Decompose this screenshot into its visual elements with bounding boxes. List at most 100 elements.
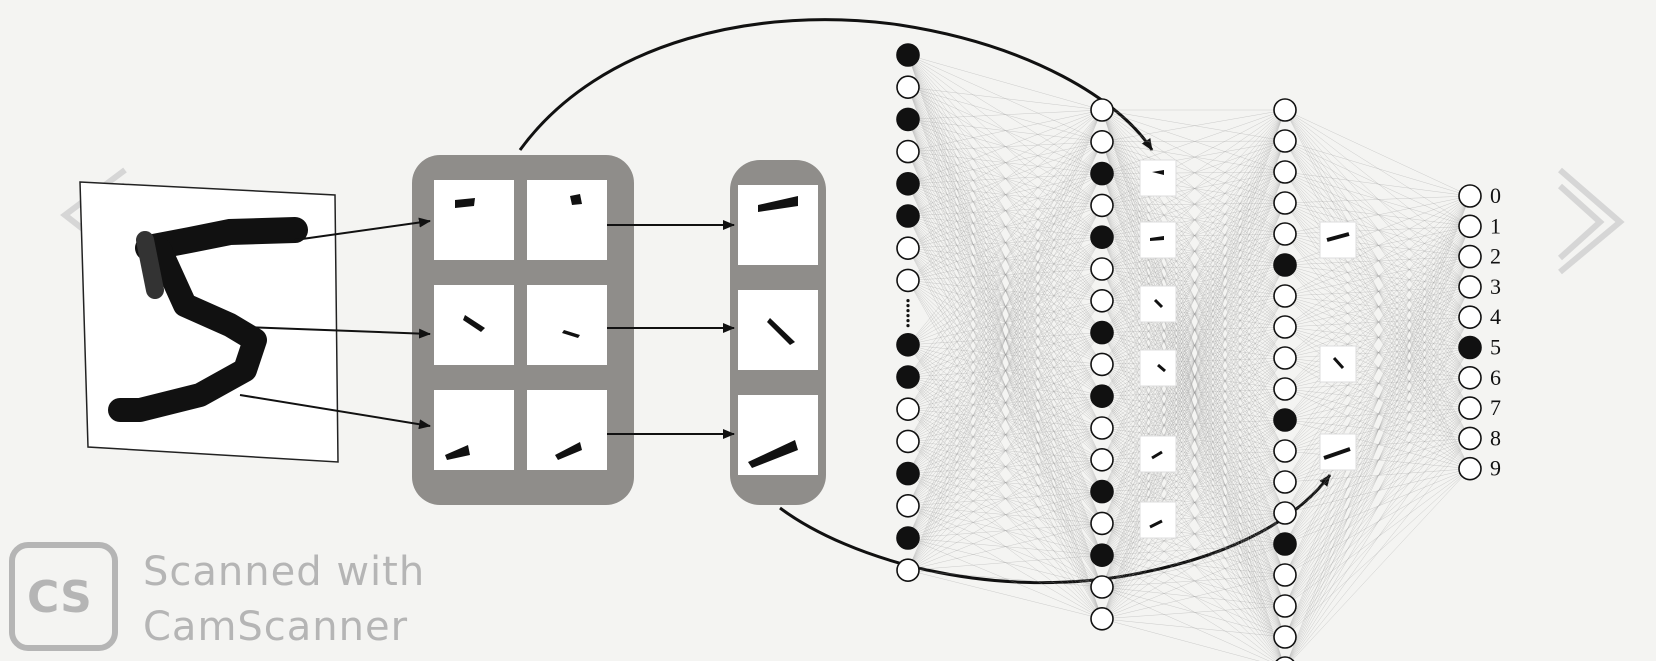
- connection-line: [1284, 326, 1471, 379]
- connection-line: [1284, 195, 1471, 421]
- connection-line: [1284, 233, 1471, 469]
- connection-line: [1101, 364, 1286, 390]
- connection-line: [907, 54, 1103, 174]
- connection-line: [907, 280, 1103, 460]
- connection-line: [907, 183, 1103, 270]
- connection-line: [1284, 357, 1471, 469]
- connection-line: [1101, 141, 1286, 297]
- connection-line: [1101, 388, 1286, 556]
- connection-line: [1101, 268, 1286, 576]
- connection-line: [1284, 326, 1471, 439]
- hidden1-neuron-active: [1090, 225, 1114, 249]
- connection-line: [1288, 347, 1471, 661]
- connection-line: [1101, 332, 1286, 576]
- hidden2-neuron-inactive: [1273, 160, 1297, 184]
- connection-line: [907, 491, 1103, 571]
- connection-line: [907, 237, 1103, 571]
- connection-line: [907, 141, 1103, 506]
- hidden1-neuron-inactive: [1090, 257, 1114, 281]
- connection-line: [1101, 300, 1282, 661]
- connection-line: [907, 247, 1103, 365]
- connection-line: [1284, 226, 1471, 638]
- connection-line: [907, 505, 1103, 620]
- connection-line: [907, 268, 1103, 474]
- connection-line: [907, 300, 1103, 539]
- connection-line: [1101, 300, 1286, 576]
- connection-line: [907, 109, 1103, 474]
- connection-line: [1101, 109, 1286, 301]
- connection-line: [907, 248, 1103, 429]
- connection-line: [1101, 109, 1286, 429]
- connection-line: [1101, 171, 1286, 524]
- connection-line: [1101, 300, 1286, 328]
- connection-line: [1284, 226, 1471, 452]
- connection-line: [1101, 109, 1286, 524]
- connection-line: [1284, 468, 1471, 607]
- connection-line: [1101, 141, 1286, 173]
- connection-line: [1284, 377, 1471, 390]
- connection-line: [907, 119, 1103, 492]
- connection-line: [1101, 109, 1286, 235]
- connection-line: [907, 141, 1103, 217]
- connection-line: [907, 54, 1103, 333]
- connection-line: [1284, 109, 1471, 409]
- connection-line: [1101, 268, 1286, 297]
- connection-line: [1101, 109, 1286, 297]
- connection-line: [907, 215, 1103, 429]
- connection-line: [1101, 202, 1286, 619]
- connection-line: [1284, 388, 1471, 409]
- hidden2-neuron-inactive: [1273, 439, 1297, 463]
- connection-line: [1101, 523, 1286, 607]
- output-label-1: 1: [1490, 213, 1501, 238]
- connection-line: [907, 109, 1103, 120]
- connection-line: [907, 344, 1103, 588]
- connection-line: [907, 280, 1103, 429]
- chevron-right-icon[interactable]: [1557, 167, 1625, 275]
- connection-line: [1101, 395, 1286, 483]
- connection-line: [907, 183, 1103, 365]
- connection-line: [1284, 171, 1471, 409]
- connection-line: [1284, 438, 1471, 545]
- connection-line: [1284, 226, 1471, 235]
- connection-line: [1101, 357, 1286, 365]
- connection-line: [907, 300, 1103, 346]
- connection-line: [1101, 173, 1286, 359]
- connection-line: [1284, 407, 1471, 545]
- connection-line: [1284, 195, 1471, 607]
- connection-line: [907, 173, 1103, 185]
- connection-line: [1101, 459, 1286, 514]
- connection-line: [1101, 233, 1286, 524]
- connection-line: [907, 151, 1103, 270]
- connection-line: [907, 151, 1103, 588]
- connection-line: [907, 183, 1103, 588]
- connection-line: [907, 86, 1103, 174]
- connection-line: [1101, 173, 1286, 638]
- connection-line: [1101, 109, 1286, 576]
- connection-line: [1101, 233, 1286, 460]
- connection-line: [1101, 326, 1286, 588]
- connection-line: [907, 141, 1103, 442]
- connection-line: [1101, 141, 1286, 390]
- connection-line: [1101, 268, 1286, 390]
- connection-line: [1101, 450, 1286, 588]
- connection-line: [1101, 205, 1283, 661]
- connection-line: [1101, 295, 1286, 302]
- connection-line: [1101, 173, 1286, 421]
- connection-line: [907, 427, 1103, 474]
- connection-line: [1101, 396, 1286, 576]
- connection-line: [907, 87, 1103, 588]
- output-label-2: 2: [1490, 244, 1501, 269]
- connection-line: [907, 109, 1103, 185]
- connection-line: [1101, 237, 1286, 390]
- hidden1-neuron-inactive: [1090, 606, 1114, 631]
- connection-line: [907, 141, 1103, 345]
- connection-line: [1284, 226, 1471, 390]
- connection-line: [1284, 226, 1471, 328]
- connection-line: [907, 215, 1103, 556]
- connection-line: [1101, 357, 1286, 524]
- input-neuron-inactive: [896, 429, 920, 454]
- camscanner-logo: [9, 542, 118, 651]
- connection-line: [1101, 109, 1286, 397]
- connection-line: [1284, 202, 1471, 348]
- connection-line: [1101, 173, 1286, 204]
